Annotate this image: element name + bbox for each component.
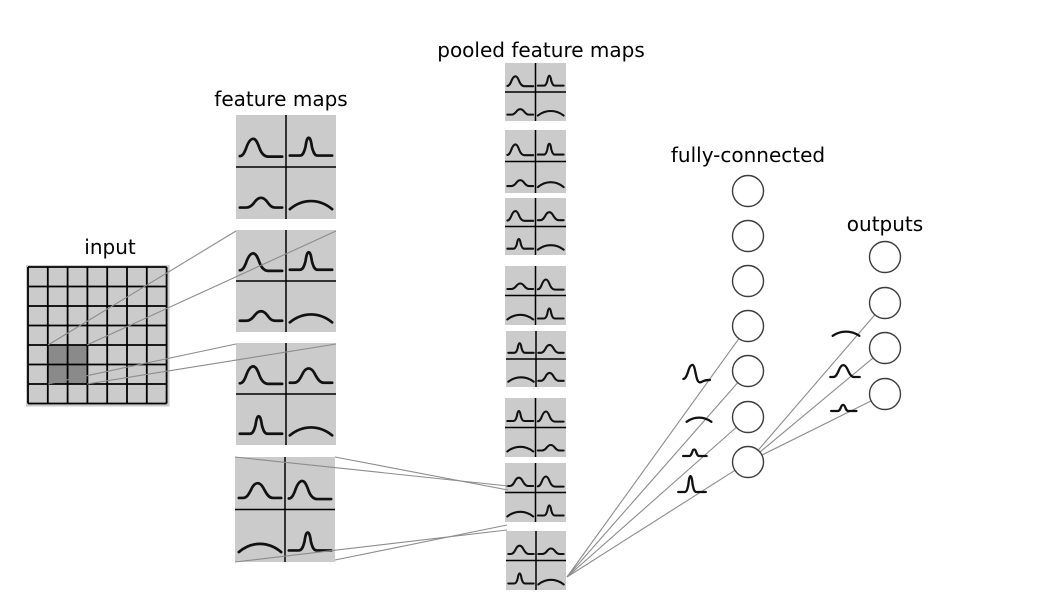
feature-map-block-peak-curve [240, 416, 282, 434]
output-node [868, 240, 902, 274]
fully-connected-label: fully-connected [671, 143, 825, 167]
connector-glyph-arc-curve [687, 418, 712, 422]
fc-to-output-line [757, 314, 876, 451]
pooled-feature-map-block-peak-curve [538, 144, 564, 155]
pooled-feature-map-block-peak-curve [508, 343, 533, 353]
input-to-feature-map-line [47, 230, 237, 346]
pooled-feature-map-block-small_bump-curve [538, 548, 563, 554]
pooled-feature-map-block-big_bump-curve [507, 144, 533, 155]
pooled-feature-maps-label: pooled feature maps [437, 38, 645, 62]
feature-map-block-small_bump-curve [240, 198, 282, 208]
input-to-feature-map-line [86, 230, 337, 346]
input-to-feature-map-line [47, 343, 237, 385]
pooled-feature-map-block-arc-curve [507, 315, 533, 320]
fc-node [731, 264, 765, 298]
feature-map-to-pooled-line [334, 456, 509, 491]
feature-map-block-small_bump-curve [240, 311, 282, 321]
feature-map-block-arc-curve [290, 427, 332, 435]
pooled-feature-map-block-small_bump-curve [507, 180, 533, 186]
pooled-feature-map-block-med_bump-curve [538, 345, 563, 353]
feature-map-block-peak-curve [290, 252, 332, 270]
pooled-feature-map-block-arc-curve [538, 245, 564, 249]
feature-map-block-big_bump-curve [240, 253, 282, 271]
connector-glyph-med_bump-curve [830, 365, 859, 377]
pooled-feature-map-block-peak-curve [538, 505, 564, 515]
fc-node [731, 219, 765, 253]
pooled-feature-map-block-big_bump-curve [538, 476, 564, 486]
feature-map-block-med_bump-curve [239, 483, 281, 498]
feature-map-to-pooled-line [234, 529, 508, 563]
pooled-feature-map-block-small_bump-curve [538, 445, 564, 451]
pooled-feature-map-block-arc-curve [507, 512, 533, 517]
outputs-label: outputs [847, 212, 923, 236]
diagram-labels-layer: input feature maps pooled feature maps f… [84, 38, 923, 259]
feature-map-block-arc-curve [239, 544, 281, 552]
fc-node [731, 400, 765, 434]
feature-map-block-peak-curve [289, 532, 331, 550]
pooled-feature-map-block-arc-curve [538, 111, 564, 116]
pooled-feature-map-block-peak-curve [507, 239, 533, 249]
feature-map-block-big_bump-curve [289, 481, 331, 499]
pooled-feature-map-block-med_bump-curve [538, 212, 564, 220]
fc-node [731, 174, 765, 208]
output-node [868, 377, 902, 411]
pooled-feature-map-block-peak-curve [508, 573, 533, 583]
output-node [868, 286, 902, 320]
pooled-to-fc-line [566, 426, 737, 578]
connector-glyph-small_peak-curve [831, 405, 856, 411]
fc-to-output-line [759, 357, 874, 453]
pooled-feature-map-block-small_bump-curve [507, 109, 533, 114]
fc-node [731, 445, 765, 479]
feature-map-block-arc-curve [290, 314, 332, 322]
output-node [868, 331, 902, 365]
pooled-feature-map-block-peak-curve [538, 308, 564, 318]
feature-map-block-med_bump-curve [290, 368, 332, 382]
feature-map-to-pooled-line [334, 524, 508, 561]
pooled-feature-map-block-arc-curve [508, 377, 533, 381]
connector-glyph-arc-curve [833, 332, 860, 336]
input-to-feature-map-line [86, 343, 337, 385]
pooled-to-fc-line [566, 382, 739, 578]
pooled-feature-map-block-arc-curve [507, 447, 533, 452]
pooled-feature-map-block-med_bump-curve [538, 373, 563, 381]
connector-glyph-small_peak-curve [683, 450, 707, 456]
feature-map-block-big_bump-curve [240, 366, 282, 384]
feature-map-block-arc-curve [290, 201, 332, 209]
pooled-to-fc-line [566, 469, 736, 578]
pooled-feature-map-block-big_bump-curve [538, 411, 564, 421]
pooled-feature-map-block-peak-curve [507, 411, 533, 421]
pooled-feature-map-block-small_bump-curve [507, 283, 533, 289]
pooled-to-fc-line [566, 338, 740, 578]
pooled-feature-map-block-med_bump-curve [508, 546, 533, 554]
pooled-feature-map-block-big_bump-curve [507, 76, 533, 86]
input-label: input [84, 235, 136, 259]
fc-node [731, 309, 765, 343]
connector-glyph-bump_dip-curve [683, 365, 710, 382]
connector-glyph-peak-curve [678, 476, 706, 492]
pooled-feature-map-block-arc-curve [538, 580, 563, 585]
pooled-feature-map-block-peak-curve [538, 76, 564, 86]
feature-maps-label: feature maps [214, 87, 347, 111]
feature-map-block-big_bump-curve [240, 139, 282, 157]
fc-node [731, 354, 765, 388]
pooled-feature-map-block-med_bump-curve [507, 478, 533, 486]
pooled-feature-map-block-big_bump-curve [538, 279, 564, 289]
pooled-feature-map-block-big_bump-curve [507, 211, 533, 221]
feature-map-block-peak-curve [290, 138, 332, 156]
pooled-feature-map-block-arc-curve [538, 182, 564, 187]
